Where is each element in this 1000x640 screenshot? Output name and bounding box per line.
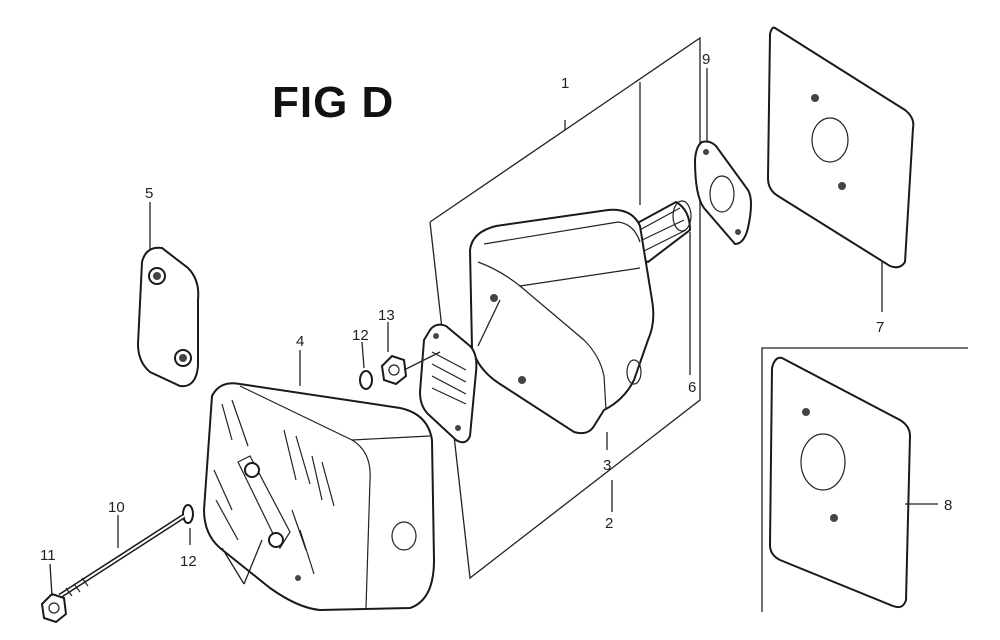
part-4-muffler-protector [202,350,436,612]
part-3-muffler-body [468,208,655,435]
callout-3: 3 [603,457,611,474]
part-12-washer-upper [359,341,373,390]
part-5-plate [136,202,200,388]
part-9-gasket [693,68,752,246]
callout-4: 4 [296,333,304,350]
part-7-heat-shield [766,26,915,269]
part-10-bolt [58,513,186,599]
callout-5: 5 [145,185,153,202]
callout-2: 2 [605,515,613,532]
callout-6: 6 [688,379,696,396]
part-12-washer-lower [182,504,194,545]
figure-title: FIG D [272,78,395,127]
part-protector-gasket-plate [418,323,478,444]
part-13-nut [380,322,441,386]
group-bracket-lines [429,36,701,580]
callout-13: 13 [378,307,395,324]
callout-9: 9 [702,51,710,68]
callout-12-lower: 12 [180,553,197,570]
callout-1: 1 [561,75,569,92]
part-8-heat-shield [761,347,968,612]
callout-12-upper: 12 [352,327,369,344]
callout-10: 10 [108,499,125,516]
callout-8: 8 [944,497,952,514]
callout-11: 11 [40,547,56,564]
part-11-nut [40,563,68,624]
callout-7: 7 [876,319,884,336]
